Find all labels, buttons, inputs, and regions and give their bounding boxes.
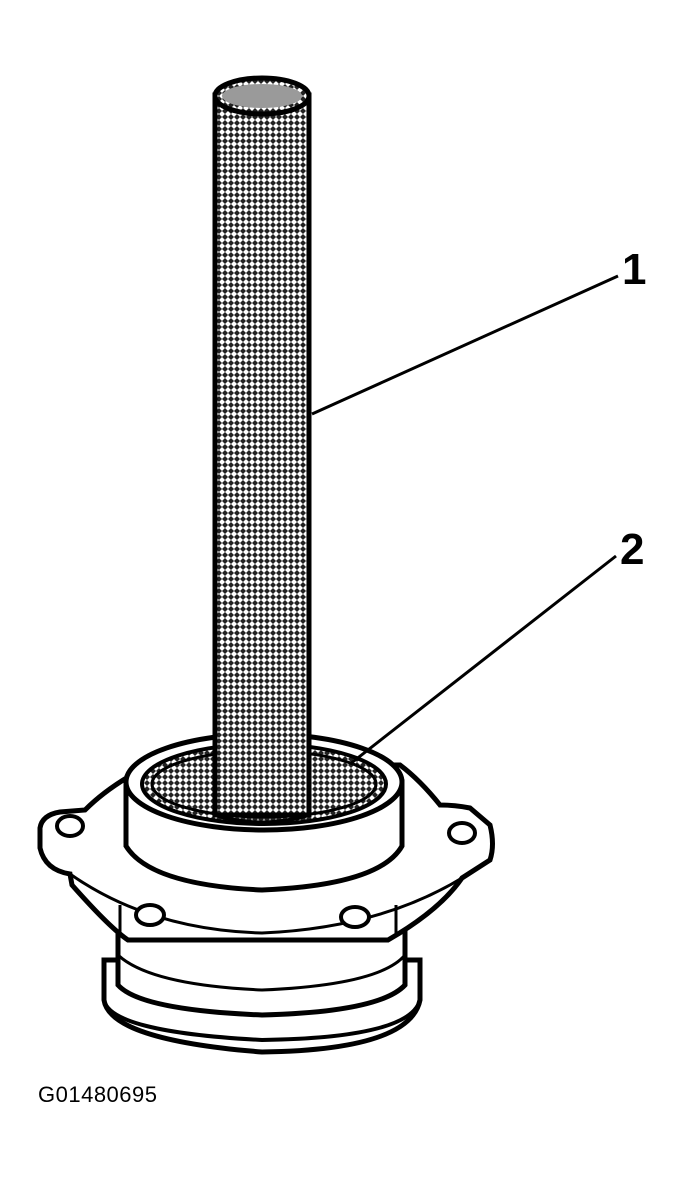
installer-tool-shaft [212, 75, 312, 825]
leader-line-2 [349, 554, 617, 766]
leader-line-1 [311, 274, 619, 416]
bolt-hole-front-left [134, 903, 166, 927]
figure-id: G01480695 [38, 1082, 158, 1107]
bearing-bore [123, 731, 405, 893]
callout-2: 2 [620, 525, 645, 574]
bolt-holes [55, 814, 477, 929]
bolt-hole-left [55, 814, 85, 838]
callout-1: 1 [622, 245, 647, 294]
hub-base [101, 917, 423, 1055]
bolt-hole-front-right [339, 905, 371, 929]
bolt-hole-right [447, 821, 477, 845]
